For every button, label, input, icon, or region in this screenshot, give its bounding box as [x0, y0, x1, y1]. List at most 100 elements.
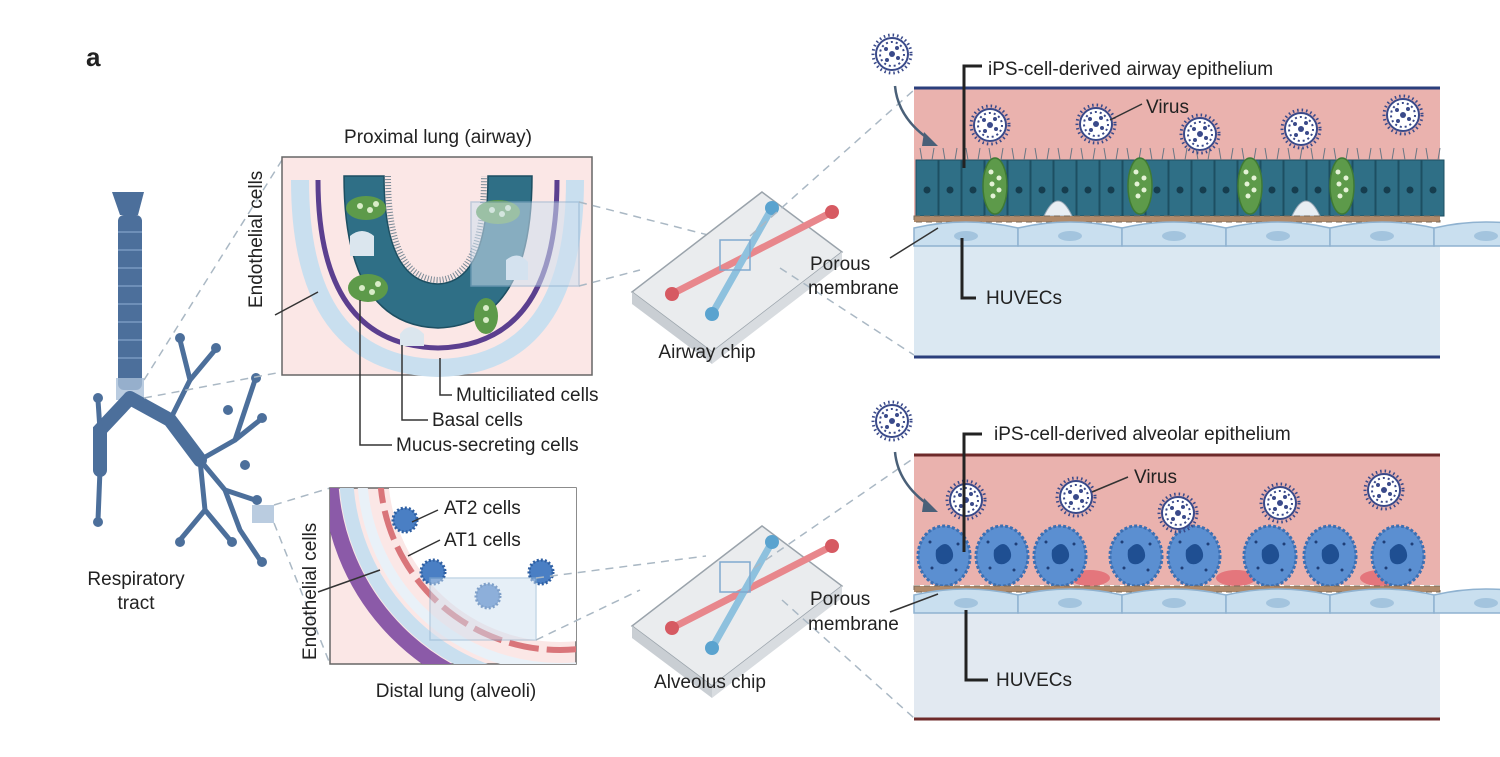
mucus-granule	[996, 187, 1002, 193]
respiratory-tract-label-line1: Respiratory	[87, 569, 185, 590]
distal-lung-title: Distal lung (alveoli)	[376, 681, 537, 702]
cell-nucleus	[1153, 186, 1161, 194]
cilium	[1069, 147, 1073, 161]
mucus-secreting-cell	[1127, 157, 1153, 215]
airway-detail-leaders	[960, 64, 982, 300]
cell-nucleus	[1061, 186, 1069, 194]
mucus-granule	[1251, 175, 1257, 181]
cilium	[1046, 147, 1050, 161]
cilium	[1103, 147, 1107, 161]
alveolar-huvecs-label: HUVECs	[996, 670, 1072, 691]
cilium	[1241, 147, 1245, 161]
cell-nucleus	[1406, 186, 1414, 194]
cell-nucleus	[1474, 598, 1498, 608]
cell-nucleus	[946, 186, 954, 194]
cell-nucleus	[969, 186, 977, 194]
cell-nucleus	[1266, 598, 1290, 608]
proximal-endothelial-label: Endothelial cells	[246, 171, 267, 308]
cilium	[1218, 147, 1222, 161]
at2-alveolar-cell	[916, 524, 972, 588]
proximal-lung-title: Proximal lung (airway)	[344, 127, 532, 148]
cilium	[1379, 147, 1383, 161]
multiciliated-cells-label: Multiciliated cells	[456, 385, 599, 406]
cilium	[1333, 147, 1337, 161]
cilium	[954, 147, 958, 161]
airway-arrowhead	[922, 132, 938, 146]
cilium	[1115, 147, 1119, 161]
panel-label: a	[86, 42, 101, 72]
distal-endothelial-label: Endothelial cells	[300, 523, 321, 660]
cell-nucleus	[1015, 186, 1023, 194]
cell-nucleus	[1162, 598, 1186, 608]
respiratory-tract-label-line2: tract	[118, 593, 156, 614]
airway-epithelium-label: iPS-cell-derived airway epithelium	[988, 59, 1273, 80]
cell-nucleus	[954, 598, 978, 608]
cilium	[1356, 147, 1360, 161]
alveolar-membrane-label-line2: membrane	[808, 614, 899, 635]
alveolar-epithelium-label: iPS-cell-derived alveolar epithelium	[994, 424, 1291, 445]
cell-nucleus	[1370, 598, 1394, 608]
airway-detail-panel	[913, 86, 1500, 359]
cell-nucleus	[954, 231, 978, 241]
mucus-secreting-cell	[1329, 157, 1355, 215]
at1-cell	[1216, 570, 1256, 586]
cilium	[1080, 147, 1084, 161]
basal-cell	[1043, 200, 1073, 217]
cilium	[1437, 147, 1441, 161]
alveolar-membrane-label-line1: Porous	[810, 589, 870, 610]
cilium	[1230, 147, 1234, 161]
alveolar-virus-leader	[1091, 476, 1129, 493]
cilium	[1391, 147, 1395, 161]
at2-alveolar-cell	[1032, 524, 1088, 588]
cilium	[1264, 147, 1268, 161]
airway-virus-leader	[1109, 103, 1143, 121]
alveolus-chip-icon	[631, 525, 843, 699]
zoom-lines-right	[749, 89, 915, 719]
mucus-secreting-cells-label: Mucus-secreting cells	[396, 435, 579, 456]
cilium	[1276, 147, 1280, 161]
proximal-leader-lines	[274, 291, 452, 446]
at2-alveolar-cell	[1242, 524, 1298, 588]
cell-nucleus	[1360, 186, 1368, 194]
distal-alveoli-illustration	[330, 488, 576, 664]
basal-cells-label: Basal cells	[432, 410, 523, 431]
cilium	[1368, 147, 1372, 161]
cilium	[1310, 147, 1314, 161]
cell-nucleus	[1162, 231, 1186, 241]
cell-nucleus	[1314, 186, 1322, 194]
alveolar-arrowhead	[922, 498, 938, 512]
airway-chip-label: Airway chip	[658, 342, 755, 363]
cell-nucleus	[1266, 231, 1290, 241]
mucus-granule	[1335, 169, 1341, 175]
cell-nucleus	[1370, 231, 1394, 241]
proximal-airway-illustration	[291, 175, 584, 378]
respiratory-tract-icon	[93, 192, 274, 567]
alveolar-detail-leaders	[962, 432, 988, 682]
cilium	[1287, 147, 1291, 161]
cilium	[931, 147, 935, 161]
cilium	[1253, 147, 1257, 161]
cilium	[1425, 147, 1429, 161]
at2-alveolar-cell	[1108, 524, 1164, 588]
cilium	[919, 147, 923, 161]
airway-membrane-label-line1: Porous	[810, 254, 870, 275]
cilium	[1161, 147, 1165, 161]
mucus-granule	[1244, 181, 1250, 187]
alveolus-chip-label: Alveolus chip	[654, 672, 766, 693]
cell-nucleus	[1268, 186, 1276, 194]
mucus-granule	[1337, 193, 1343, 199]
zoom-lines-left	[143, 159, 331, 665]
cilium	[1011, 147, 1015, 161]
cilium	[977, 147, 981, 161]
mucus-granule	[1141, 187, 1147, 193]
cell-nucleus	[1429, 186, 1437, 194]
cell-nucleus	[1058, 231, 1082, 241]
mucus-granule	[990, 193, 996, 199]
mucus-granule	[1141, 175, 1147, 181]
mucus-granule	[1245, 193, 1251, 199]
mucus-secreting-cell	[1237, 157, 1263, 215]
mucus-granule	[996, 175, 1002, 181]
mucus-granule	[1251, 187, 1257, 193]
cilium	[1184, 147, 1188, 161]
